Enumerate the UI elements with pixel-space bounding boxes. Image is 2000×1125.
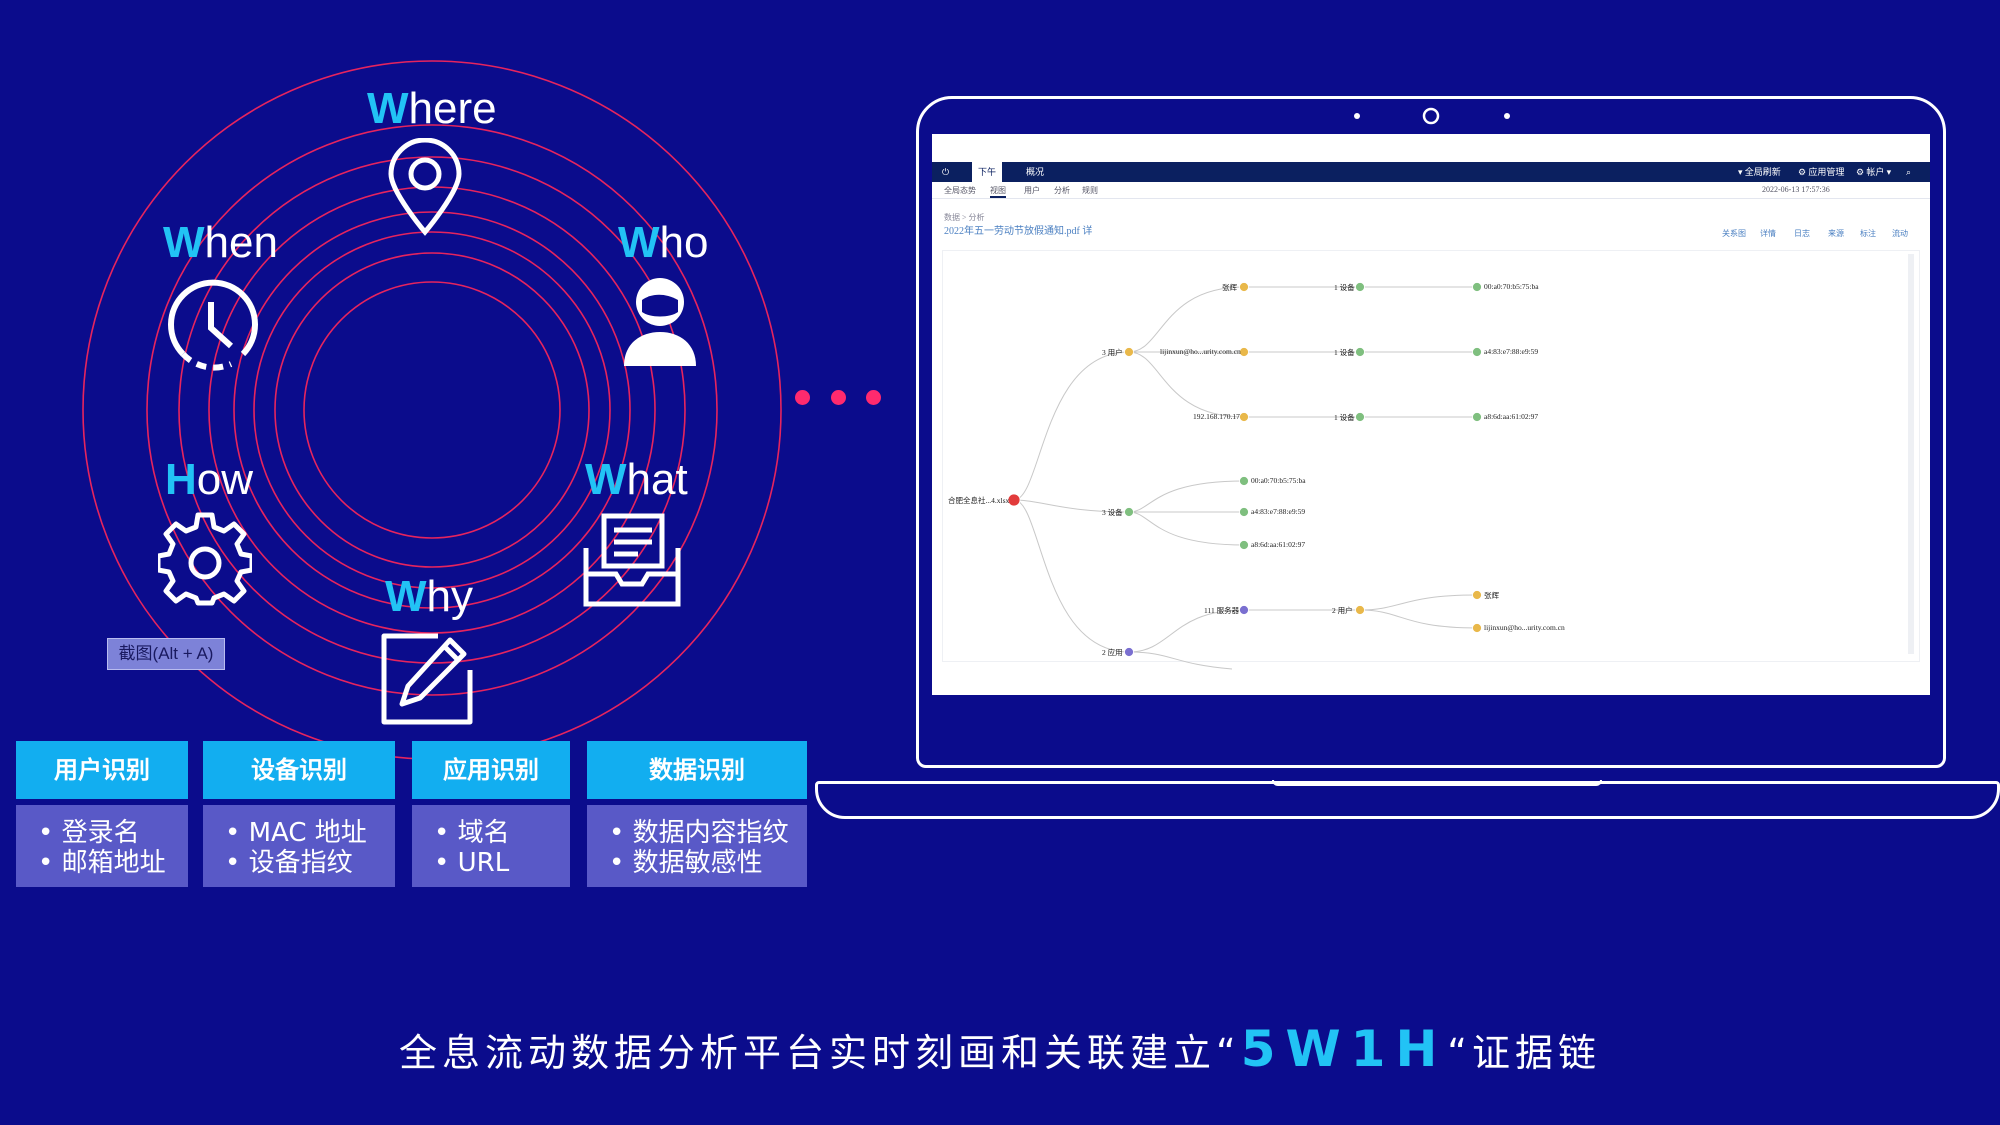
laptop-base: [815, 781, 2000, 819]
graph-node-mac[interactable]: a8:6d:aa:61:02:97: [1251, 540, 1306, 549]
app-top-bar: ⏻ 下午 概况 ▾ 全局刷新 ⚙ 应用管理 ⚙ 帐户 ▾ ⌕: [932, 162, 1930, 182]
list-item: • 数据敏感性: [609, 848, 763, 878]
tab-source[interactable]: 来源: [1828, 229, 1844, 238]
search-icon[interactable]: ⌕: [1906, 167, 1912, 177]
list-item: • 域名: [434, 818, 510, 848]
list-item: • URL: [434, 848, 510, 878]
inbox-document-icon: [583, 513, 681, 607]
app-manage-button[interactable]: ⚙ 应用管理: [1798, 167, 1845, 177]
location-pin-icon: [388, 138, 462, 236]
gear-icon: [158, 512, 252, 606]
card-user-body: • 登录名 • 邮箱地址: [16, 805, 188, 887]
sub-tab[interactable]: 规则: [1082, 186, 1098, 195]
sub-tab[interactable]: 用户: [1024, 186, 1040, 195]
screenshot-tooltip: 截图(Alt + A): [107, 638, 225, 670]
graph-node-mac[interactable]: a8:6d:aa:61:02:97: [1484, 412, 1539, 421]
laptop-notch: [1272, 780, 1602, 786]
account-menu[interactable]: ⚙ 帐户 ▾: [1856, 167, 1892, 177]
how-label: How: [165, 455, 254, 504]
graph-node-mac[interactable]: a4:83:e7:88:e9:59: [1251, 507, 1306, 516]
user-icon: [624, 278, 696, 366]
tab-overview[interactable]: 概况: [1026, 167, 1045, 177]
refresh-button[interactable]: ▾ 全局刷新: [1738, 167, 1781, 177]
card-device-body: • MAC 地址 • 设备指纹: [203, 805, 395, 887]
bottom-caption: 全息流动数据分析平台实时刻画和关联建立“5W1H“证据链: [399, 1020, 1601, 1078]
date-text: 2022-06-13 17:57:36: [1762, 185, 1830, 194]
tab-label[interactable]: 标注: [1860, 229, 1876, 238]
graph-node-leaf-user[interactable]: 张辉: [1484, 591, 1499, 600]
card-app-title: 应用识别: [412, 741, 570, 799]
relation-graph: [942, 250, 1920, 662]
card-app-body: • 域名 • URL: [412, 805, 570, 887]
when-label: When: [163, 218, 278, 267]
power-icon[interactable]: ⏻: [942, 167, 950, 177]
graph-node-apps[interactable]: 2 应用: [1102, 648, 1123, 657]
what-label: What: [585, 455, 688, 504]
tab-log[interactable]: 日志: [1794, 229, 1810, 238]
scrollbar[interactable]: [1908, 254, 1914, 654]
app-screen: ⏻ 下午 概况 ▾ 全局刷新 ⚙ 应用管理 ⚙ 帐户 ▾ ⌕ 全局态势 视图 用…: [932, 134, 1930, 695]
laptop-screen-frame: [916, 96, 1946, 768]
who-label: Who: [618, 218, 709, 267]
sub-tab[interactable]: 视图: [990, 185, 1006, 198]
card-data-body: • 数据内容指纹 • 数据敏感性: [587, 805, 807, 887]
graph-node-user3[interactable]: 192.168.170.17: [1193, 412, 1240, 421]
graph-node-users2[interactable]: 2 用户: [1332, 606, 1353, 615]
card-device-title: 设备识别: [203, 741, 395, 799]
app-sub-bar: 全局态势 视图 用户 分析 规则 2022-06-13 17:57:36: [932, 182, 1930, 199]
tab-flow[interactable]: 流动: [1892, 229, 1908, 238]
graph-edges: [1007, 282, 1482, 670]
graph-node-leaf-user[interactable]: lijinxun@ho...urity.com.cn: [1484, 623, 1565, 632]
graph-node-device-count[interactable]: 1 设备: [1334, 283, 1355, 292]
graph-node-user1[interactable]: 张辉: [1222, 283, 1237, 292]
card-data-title: 数据识别: [587, 741, 807, 799]
graph-node-root[interactable]: 合肥全息社...4.xlsx: [948, 496, 1010, 505]
list-item: • 设备指纹: [225, 848, 353, 878]
graph-node-mac[interactable]: 00:a0:70:b5:75:ba: [1251, 476, 1306, 485]
graph-node-servers[interactable]: 111 服务器: [1204, 606, 1240, 615]
graph-node-device-count[interactable]: 1 设备: [1334, 348, 1355, 357]
tab-afternoon[interactable]: 下午: [972, 162, 1003, 182]
where-label: Where: [367, 84, 497, 133]
card-user-title: 用户识别: [16, 741, 188, 799]
graph-node-mac[interactable]: 00:a0:70:b5:75:ba: [1484, 282, 1539, 291]
sub-tab[interactable]: 全局态势: [944, 186, 976, 195]
sub-tab[interactable]: 分析: [1054, 186, 1070, 195]
list-item: • MAC 地址: [225, 818, 367, 848]
document-title: 2022年五一劳动节放假通知.pdf 详: [944, 226, 1093, 237]
breadcrumb: 数据 > 分析: [944, 213, 985, 222]
list-item: • 邮箱地址: [38, 848, 166, 878]
camera-icon: [1354, 107, 1510, 125]
graph-node-users[interactable]: 3 用户: [1102, 348, 1123, 357]
why-label: Why: [385, 572, 474, 621]
graph-node-device-count[interactable]: 1 设备: [1334, 413, 1355, 422]
edit-pencil-icon: [381, 633, 473, 725]
graph-node-mac[interactable]: a4:83:e7:88:e9:59: [1484, 347, 1539, 356]
list-item: • 数据内容指纹: [609, 818, 789, 848]
tab-detail[interactable]: 详情: [1760, 229, 1776, 238]
graph-node-devices[interactable]: 3 设备: [1102, 508, 1123, 517]
clock-icon: [168, 279, 258, 371]
tab-relation[interactable]: 关系图: [1722, 229, 1746, 238]
graph-node-user2[interactable]: lijinxun@ho...urity.com.cn: [1160, 347, 1241, 356]
list-item: • 登录名: [38, 818, 140, 848]
